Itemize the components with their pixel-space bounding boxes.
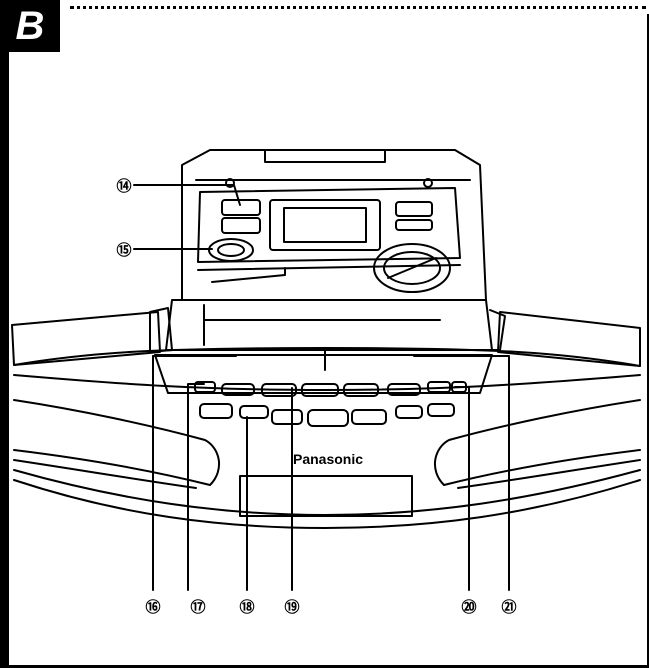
callout-17: ⑰ [190,598,205,616]
callout-16: ⑯ [145,598,160,616]
left-border [0,0,9,668]
front-button[interactable] [271,409,303,425]
front-button[interactable] [343,383,379,397]
front-button[interactable] [387,383,421,396]
front-button[interactable] [351,409,387,425]
callout-18: ⑱ [239,598,254,616]
front-button[interactable] [199,403,233,419]
right-border [647,14,649,666]
callout-20: ⑳ [461,598,476,616]
lid-button-1[interactable] [221,199,261,216]
front-button[interactable] [301,383,339,397]
front-button[interactable] [307,409,349,427]
callout-15: ⑮ [116,241,131,259]
lid-control-panel [197,187,461,293]
callout-14: ⑭ [116,177,131,195]
lid-round-button[interactable] [208,238,254,262]
lid-base [149,299,506,353]
front-button[interactable] [261,383,297,397]
brand-logo: Panasonic [293,451,363,467]
bottom-border [0,665,649,668]
jog-dial[interactable] [373,243,451,293]
lid-button-3[interactable] [395,201,433,217]
lid-button-2[interactable] [221,217,261,234]
front-button[interactable] [194,381,216,393]
callout-lines [133,184,510,591]
front-controls [194,381,467,427]
front-button[interactable] [239,405,269,419]
left-speaker-grille [13,399,220,489]
cd-lid [181,149,487,301]
front-button[interactable] [395,405,423,419]
cassette-window [239,475,413,517]
front-button[interactable] [427,381,451,393]
callout-21: ㉑ [501,598,516,616]
top-dotted-rule [70,6,646,9]
right-speaker-grille [434,399,641,489]
main-body [11,311,641,529]
front-button[interactable] [221,383,255,396]
front-button[interactable] [427,403,455,417]
callout-19: ⑲ [284,598,299,616]
section-badge: B [0,0,60,52]
